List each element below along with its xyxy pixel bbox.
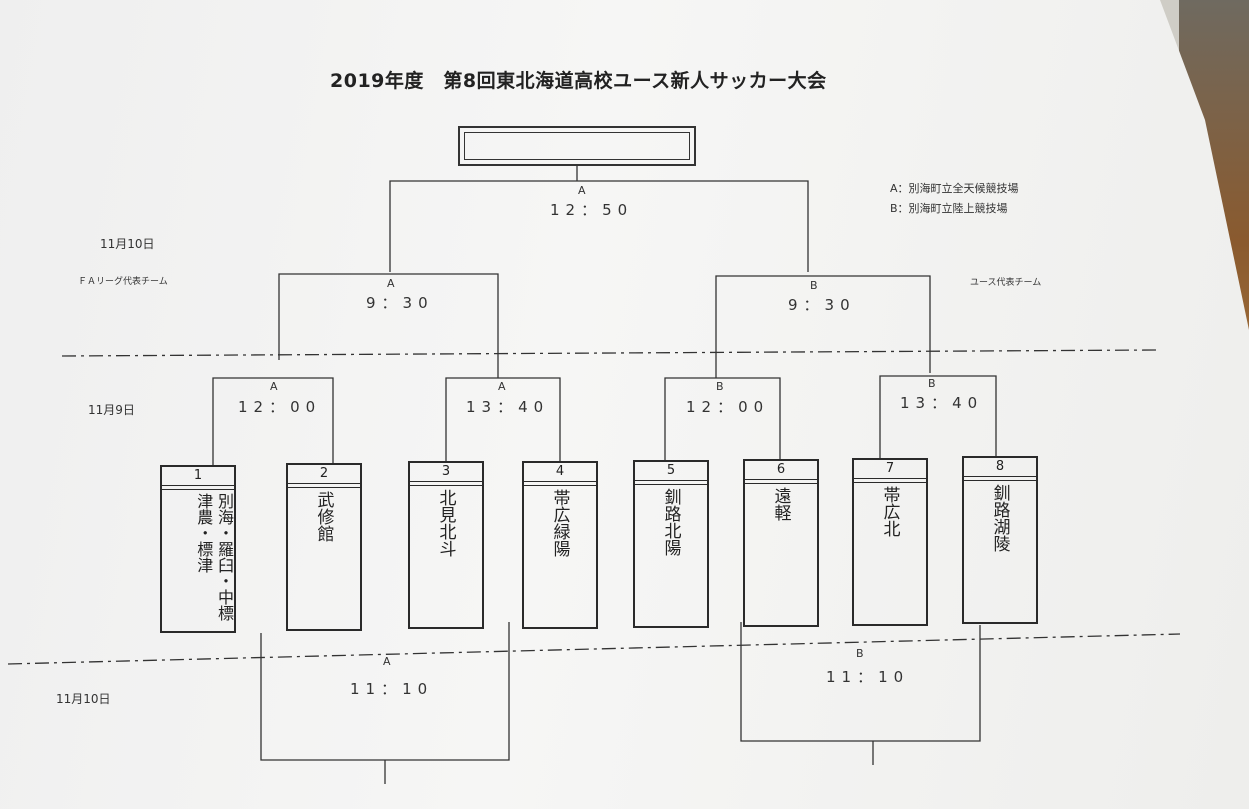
date-bottom: 11月10日 <box>56 692 111 706</box>
team-name: 帯広北 <box>879 486 900 537</box>
team-number: 1 <box>162 467 234 486</box>
team-box-8: 8 釧路湖陵 <box>962 456 1038 624</box>
team-number: 5 <box>635 462 707 481</box>
semifinal-b-venue: B <box>810 279 818 292</box>
team-box-2: 2 武修館 <box>286 463 362 631</box>
match-4-time: 13：40 <box>900 394 984 412</box>
youth-label: ユース代表チーム <box>970 278 1042 288</box>
date-first-round: 11月9日 <box>88 403 135 417</box>
lower-b-venue: B <box>856 647 864 660</box>
team-name: 武修館 <box>313 491 334 542</box>
team-name: 釧路北陽 <box>660 488 681 556</box>
semifinal-a-time: 9：30 <box>366 294 434 312</box>
lower-a-time: 11：10 <box>350 680 434 698</box>
page-title: 2019年度 第8回東北海道高校ユース新人サッカー大会 <box>330 70 827 92</box>
team-box-5: 5 釧路北陽 <box>633 460 709 628</box>
champion-box <box>458 126 696 166</box>
date-final: 11月10日 <box>100 237 155 251</box>
venue-a-legend: A：別海町立全天候競技場 <box>890 182 1019 195</box>
match-1-venue: A <box>270 380 278 393</box>
team-box-3: 3 北見北斗 <box>408 461 484 629</box>
team-number: 6 <box>745 461 817 480</box>
team-box-1: 1 別海・羅臼・中標津農・標津 <box>160 465 236 633</box>
team-number: 8 <box>964 458 1036 477</box>
team-name: 遠軽 <box>770 487 791 521</box>
lower-a-venue: A <box>383 655 391 668</box>
team-name: 帯広緑陽 <box>549 489 570 557</box>
team-name: 別海・羅臼・中標津農・標津 <box>194 493 234 621</box>
venue-b-legend: B：別海町立陸上競技場 <box>890 202 1008 215</box>
match-4-venue: B <box>928 377 936 390</box>
match-1-time: 12：00 <box>238 398 322 416</box>
lower-b-time: 11：10 <box>826 668 910 686</box>
fa-league-label: ＦＡリーグ代表チーム <box>78 277 168 287</box>
team-number: 7 <box>854 460 926 479</box>
match-2-venue: A <box>498 380 506 393</box>
semifinal-a-venue: A <box>387 277 395 290</box>
team-number: 3 <box>410 463 482 482</box>
team-number: 2 <box>288 465 360 484</box>
team-box-6: 6 遠軽 <box>743 459 819 627</box>
team-name: 北見北斗 <box>435 489 456 557</box>
final-time: 12：50 <box>550 201 634 219</box>
team-box-7: 7 帯広北 <box>852 458 928 626</box>
semifinal-b-time: 9：30 <box>788 296 856 314</box>
team-box-4: 4 帯広緑陽 <box>522 461 598 629</box>
final-venue: A <box>578 184 586 197</box>
team-number: 4 <box>524 463 596 482</box>
match-2-time: 13：40 <box>466 398 550 416</box>
team-name: 釧路湖陵 <box>989 484 1010 552</box>
match-3-time: 12：00 <box>686 398 770 416</box>
match-3-venue: B <box>716 380 724 393</box>
